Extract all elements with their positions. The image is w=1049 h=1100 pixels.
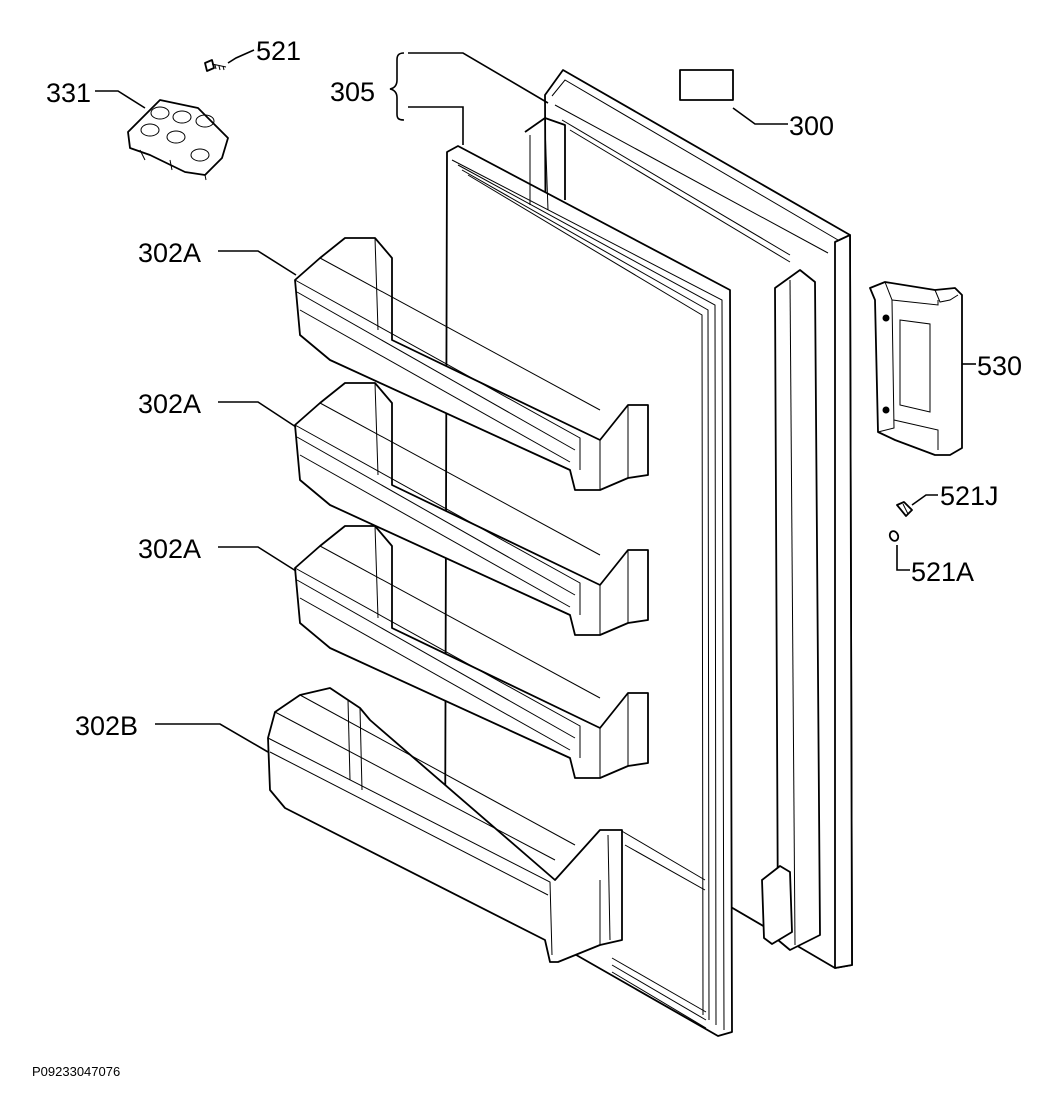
label-521: 521: [256, 36, 301, 66]
label-305: 305: [330, 77, 375, 107]
label-302a-2: 302A: [138, 389, 201, 419]
door-shelf-1: [294, 237, 649, 491]
door-shelf-2: [294, 382, 649, 636]
leader-lines: [95, 49, 976, 753]
label-302a-1: 302A: [138, 238, 201, 268]
screw-521j: [896, 501, 913, 517]
label-300: 300: [789, 111, 834, 141]
screw-521: [204, 59, 227, 72]
label-521a: 521A: [911, 557, 974, 587]
inner-door-liner: [524, 117, 706, 891]
label-sticker: [679, 69, 734, 101]
label-521j: 521J: [940, 481, 999, 511]
door-shelf-3: [294, 525, 649, 779]
label-302a-3: 302A: [138, 534, 201, 564]
label-331: 331: [46, 78, 91, 108]
egg-tray: [127, 99, 229, 181]
cap-521a: [888, 530, 900, 542]
reference-code: P09233047076: [32, 1064, 120, 1079]
door-shelf-bottom: [267, 687, 623, 963]
label-302b: 302B: [75, 711, 138, 741]
label-530: 530: [977, 351, 1022, 381]
door-handle: [869, 281, 963, 456]
